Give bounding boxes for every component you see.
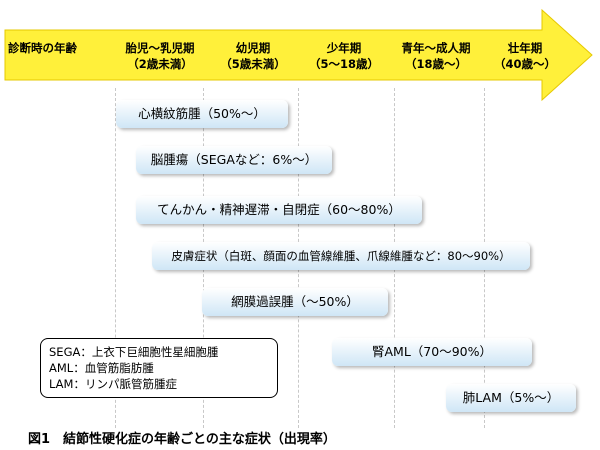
symptom-pulmonary-lam: 肺LAM（5%～） [446,384,576,412]
stage-name: 胎児～乳児期 [125,41,195,55]
stage-name: 少年期 [326,41,362,55]
timeline-label: 診断時の年齢 [8,41,77,55]
stage-adult: 青年～成人期 （18歳～） [386,40,486,72]
stage-middle-age: 壮年期 （40歳～） [482,40,568,72]
symptom-cardiac-rhabdomyoma: 心横紋筋腫（50%～） [116,100,288,128]
legend-item-lam: LAM：リンパ脈管筋腫症 [49,377,177,391]
legend-item-sega: SEGA：上衣下巨細胞性星細胞腫 [49,345,219,359]
stage-name: 青年～成人期 [401,41,471,55]
stage-name: 壮年期 [507,41,543,55]
stage-age-range: （2歳未満） [127,57,193,71]
stage-age-range: （18歳～） [404,57,467,71]
stage-toddler: 幼児期 （5歳未満） [205,40,301,72]
legend-item-aml: AML：血管筋脂肪腫 [49,361,154,375]
stage-child: 少年期 （5～18歳） [296,40,392,72]
symptom-brain-tumor: 脳腫瘍（SEGAなど：6%～） [136,146,332,174]
age-timeline-arrow [4,8,593,102]
abbreviation-legend: SEGA：上衣下巨細胞性星細胞腫 AML：血管筋脂肪腫 LAM：リンパ脈管筋腫症 [40,338,278,398]
stage-name: 幼児期 [235,41,271,55]
stage-divider [115,88,116,428]
figure-caption: 図1 結節性硬化症の年齢ごとの主な症状（出現率） [28,432,336,447]
symptom-skin: 皮膚症状（白斑、顔面の血管線維腫、爪線維腫など：80～90%） [152,242,530,270]
stage-age-range: （40歳～） [493,57,556,71]
stage-age-range: （5～18歳） [308,57,379,71]
symptom-renal-aml: 腎AML（70～90%） [332,338,532,366]
symptom-epilepsy: てんかん・精神遅滞・自閉症（60～80%） [136,196,422,224]
stage-age-range: （5歳未満） [220,57,286,71]
symptom-retinal-hamartoma: 網膜過誤腫（～50%） [202,288,388,316]
stage-infant: 胎児～乳児期 （2歳未満） [110,40,210,72]
